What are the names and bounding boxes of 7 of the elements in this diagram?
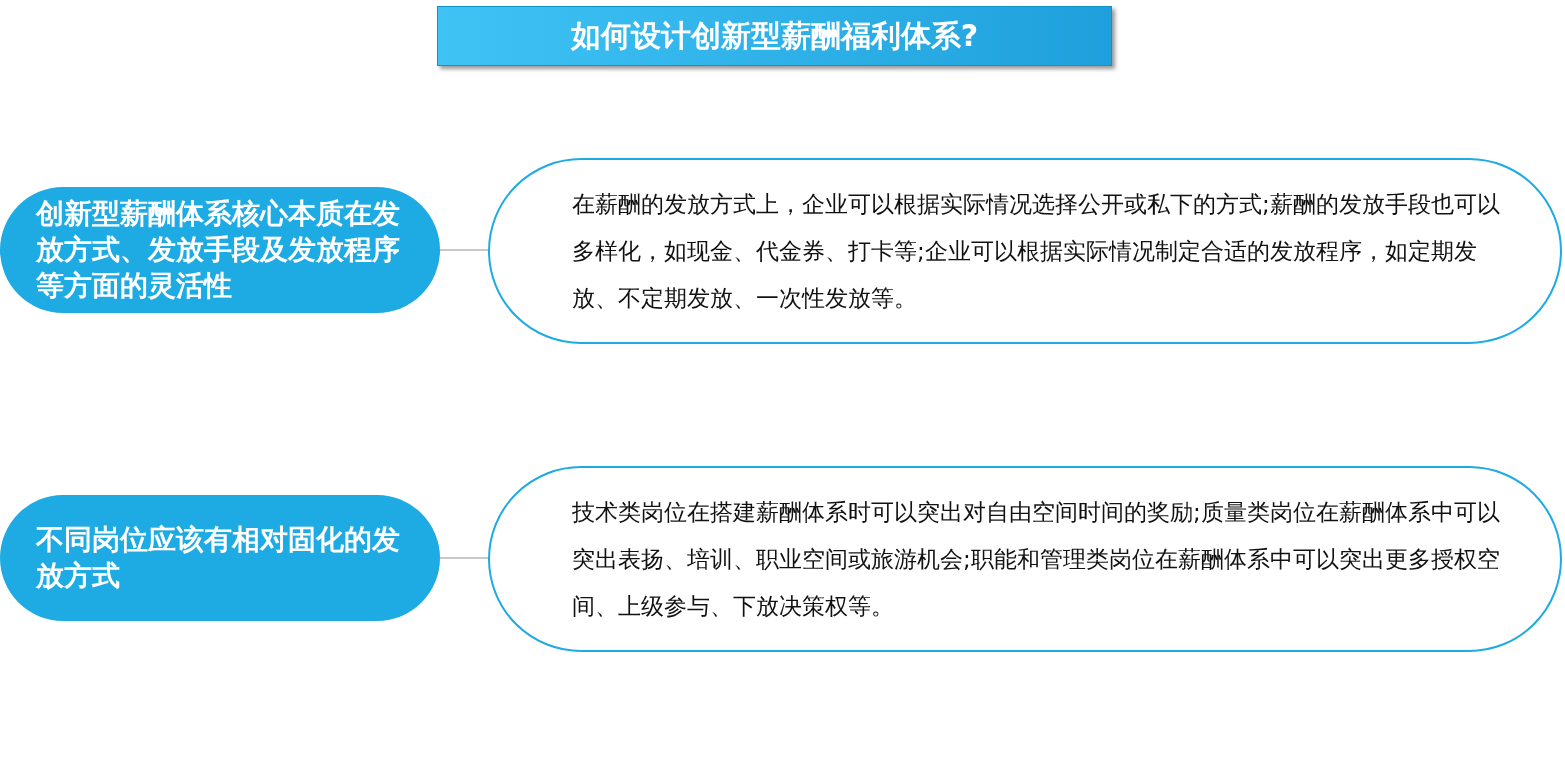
description-bubble: 技术类岗位在搭建薪酬体系时可以突出对自由空间时间的奖励;质量类岗位在薪酬体系中可以突出表扬、培训、职业空间或旅游机会;职能和管理类岗位在薪酬体系中可以突出更多授权空间、上级参与、下放决策权等。: [488, 466, 1562, 652]
connector-line: [439, 249, 489, 251]
connector-line: [439, 557, 489, 559]
description-bubble: 在薪酬的发放方式上，企业可以根据实际情况选择公开或私下的方式;薪酬的发放手段也可以多样化，如现金、代金券、打卡等;企业可以根据实际情况制定合适的发放程序，如定期发放、不定期发放、一次性发放等。: [488, 158, 1562, 344]
topic-pill: 创新型薪酬体系核心本质在发放方式、发放手段及发放程序等方面的灵活性: [0, 187, 440, 313]
topic-pill: 不同岗位应该有相对固化的发放方式: [0, 495, 440, 621]
title-banner: 如何设计创新型薪酬福利体系?: [437, 6, 1112, 66]
